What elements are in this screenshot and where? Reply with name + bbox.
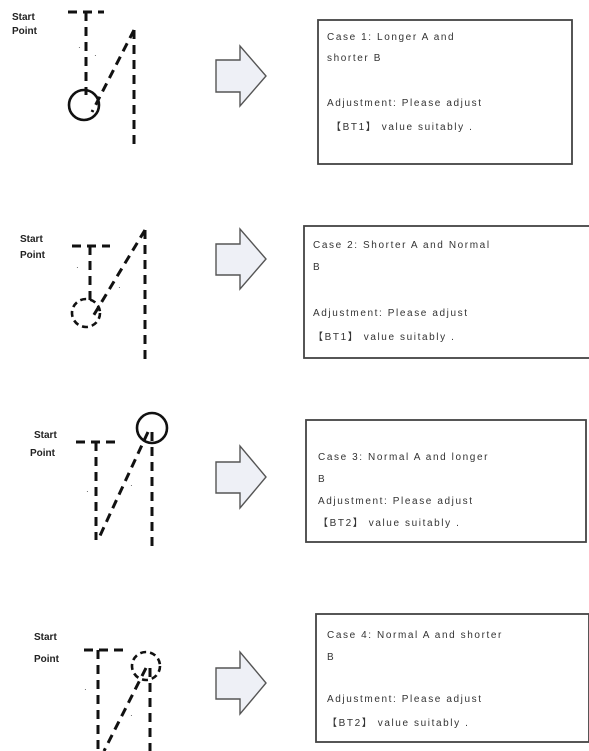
case-2-box: Case 2: Shorter A and Normal B Adjustmen…: [303, 225, 589, 359]
case-4-mark-2: ·: [130, 711, 133, 720]
case-2-arrow: [215, 227, 267, 291]
case-2-end-circle: [70, 297, 102, 329]
case-4-arrow: [215, 650, 267, 716]
case-4-end-circle: [130, 650, 162, 682]
case-3-diagonal: [96, 431, 150, 541]
case-4-adjust-line-1: Adjustment: Please adjust: [327, 694, 483, 705]
case-1-start-label: Start: [12, 12, 35, 23]
case-4: Start Point · · Case 4: Normal A and sho…: [34, 613, 589, 751]
case-3-point-label: Point: [30, 448, 56, 459]
case-4-adjust-line-2: 【BT2】 value suitably .: [327, 717, 469, 729]
case-1-desc-line-2: shorter B: [327, 53, 382, 64]
case-1-message-box: [317, 19, 573, 165]
case-3-mark-1: ·: [86, 487, 89, 496]
case-2-desc-line-2: B: [313, 262, 321, 273]
case-1-arrow: [215, 44, 267, 108]
case-2-point-label: Point: [20, 250, 46, 261]
case-4-box: Case 4: Normal A and shorter B Adjustmen…: [315, 613, 589, 743]
case-2-diagonal: [90, 229, 147, 319]
case-4-diagonal: [102, 667, 148, 751]
case-4-message-box: [315, 613, 589, 743]
case-2: Start Point · · Case 2: Shorter A and No…: [20, 225, 589, 360]
case-1-figure: Start Point · ·: [12, 10, 136, 150]
case-4-desc-line-1: Case 4: Normal A and shorter: [327, 630, 503, 641]
case-2-start-label: Start: [20, 234, 43, 245]
case-1-mark-2: ·: [94, 51, 97, 60]
case-1-desc-line-1: Case 1: Longer A and: [327, 32, 455, 43]
right-arrow-icon: [215, 227, 267, 291]
right-arrow-icon: [215, 444, 267, 510]
case-4-point-label: Point: [34, 654, 60, 665]
case-3-adjust-line-2: 【BT2】 value suitably .: [318, 517, 460, 529]
case-3-figure: Start Point · ·: [30, 411, 169, 548]
case-2-desc-line-1: Case 2: Shorter A and Normal: [313, 240, 491, 251]
case-2-message-box: [303, 225, 589, 359]
case-3-box: Case 3: Normal A and longer B Adjustment…: [305, 419, 587, 543]
case-1-mark-1: ·: [78, 43, 81, 52]
case-3-message-box: [305, 419, 587, 543]
case-2-adjust-line-1: Adjustment: Please adjust: [313, 308, 469, 319]
case-3-adjust-line-1: Adjustment: Please adjust: [318, 496, 474, 507]
right-arrow-icon: [215, 650, 267, 716]
case-3-desc-line-2: B: [318, 474, 326, 485]
case-2-figure: Start Point · ·: [20, 229, 147, 360]
case-2-mark-2: ·: [118, 283, 121, 292]
case-3-desc-line-1: Case 3: Normal A and longer: [318, 452, 489, 463]
case-1-adjust-line-2: 【BT1】 value suitably .: [331, 121, 473, 133]
case-2-mark-1: ·: [76, 263, 79, 272]
case-1-end-circle: [67, 88, 101, 122]
case-2-adjust-line-2: 【BT1】 value suitably .: [313, 331, 455, 343]
case-3-arrow: [215, 444, 267, 510]
case-1-diagonal: [90, 29, 136, 113]
case-4-start-label: Start: [34, 632, 57, 643]
case-1: Start Point · · Case 1: Longer A and sho…: [12, 10, 573, 165]
case-3: Start Point · · Case 3: Normal A and lon…: [30, 411, 587, 548]
case-3-end-circle: [135, 411, 169, 445]
case-4-mark-1: ·: [84, 685, 87, 694]
case-1-point-label: Point: [12, 26, 38, 37]
case-1-box: Case 1: Longer A and shorter B Adjustmen…: [317, 19, 573, 165]
case-3-start-label: Start: [34, 430, 57, 441]
case-4-figure: Start Point · ·: [34, 632, 162, 751]
case-3-mark-2: ·: [130, 481, 133, 490]
case-1-adjust-line-1: Adjustment: Please adjust: [327, 98, 483, 109]
case-4-desc-line-2: B: [327, 652, 335, 663]
right-arrow-icon: [215, 44, 267, 108]
